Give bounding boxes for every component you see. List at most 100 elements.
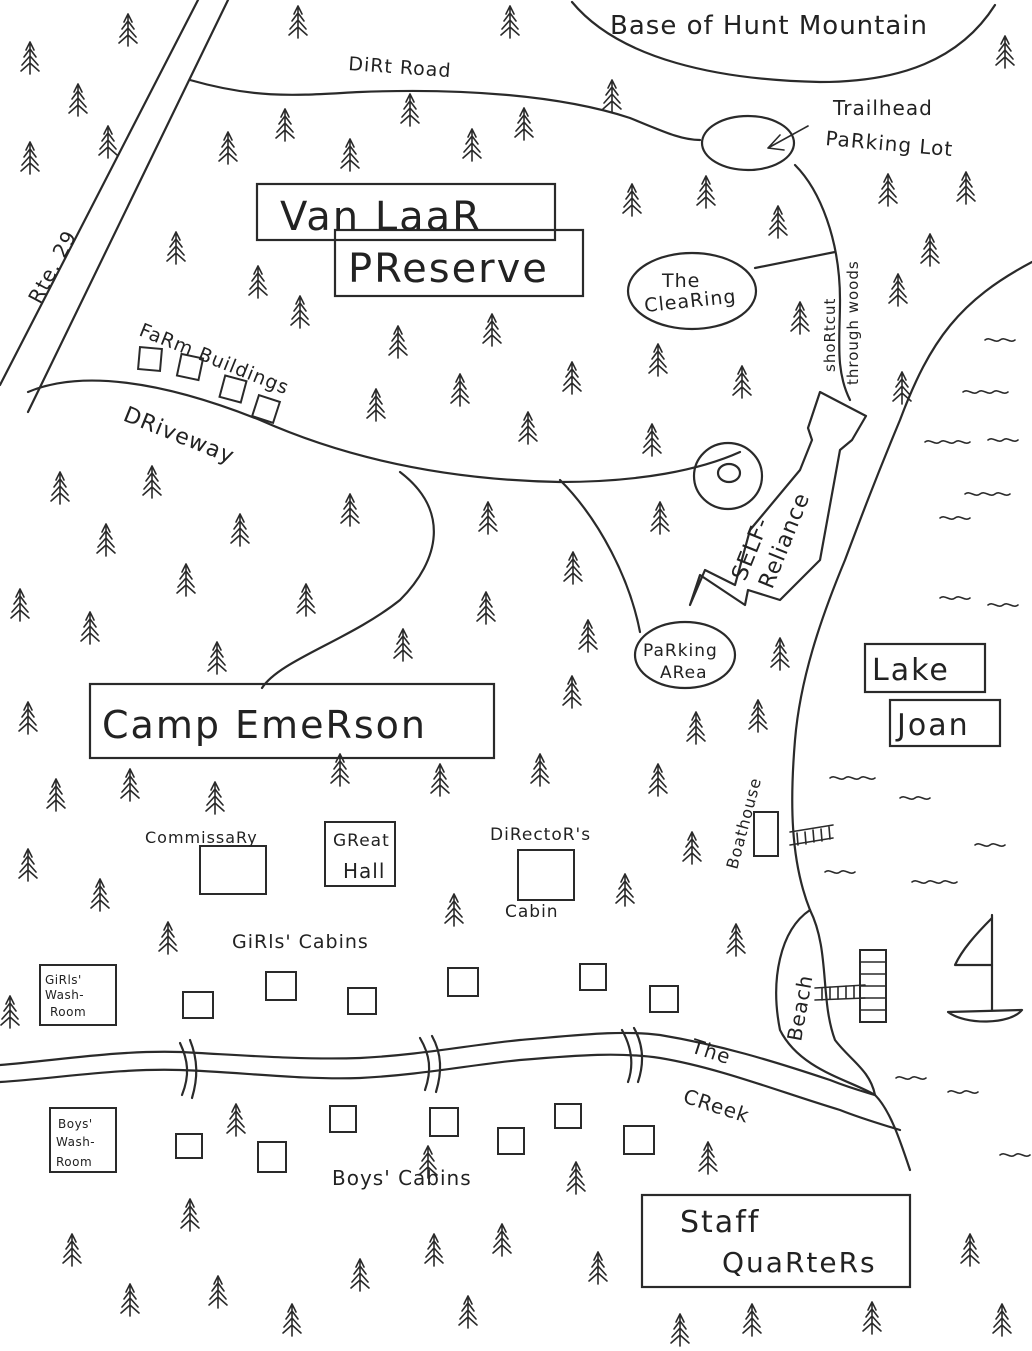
tree-icon: [960, 1233, 980, 1267]
lake-waves: [824, 338, 1031, 1157]
label-parking-lot: PaRking Lot: [825, 126, 955, 161]
girls-cabins: [182, 963, 679, 1019]
lake-outlet: [808, 908, 877, 1097]
boys-washroom-building: [49, 1107, 117, 1173]
the-clearing: [626, 251, 758, 331]
tree-icon: [275, 108, 295, 142]
sailboat-icon: [946, 913, 1024, 1023]
tree-icon: [566, 1161, 586, 1195]
tree-icon: [20, 141, 40, 175]
tree-icon: [366, 388, 386, 422]
tree-icon: [530, 753, 550, 787]
label-parking-area-2: ARea: [660, 663, 708, 683]
label-base-of-hunt-mountain: Base of Hunt Mountain: [610, 11, 928, 41]
tree-icon: [588, 1251, 608, 1285]
tree-icon: [68, 83, 88, 117]
van-laar-box: [255, 182, 557, 242]
tree-icon: [118, 13, 138, 47]
label-boys-washroom-2: Wash-: [56, 1135, 95, 1149]
tree-icon: [492, 1223, 512, 1257]
label-directors: DiRectoR's: [490, 825, 591, 845]
tree-icon: [698, 1141, 718, 1175]
tree-icon: [290, 295, 310, 329]
label-joan: Joan: [895, 708, 970, 743]
tree-icon: [18, 701, 38, 735]
tree-icon: [563, 551, 583, 585]
tree-icon: [670, 1313, 690, 1347]
tree-icon: [444, 893, 464, 927]
label-lake: Lake: [872, 653, 950, 688]
tree-icon: [732, 365, 752, 399]
tree-icon: [98, 125, 118, 159]
tree-icon: [992, 1303, 1012, 1337]
tree-icon: [888, 273, 908, 307]
creek-bridges: [178, 1026, 644, 1100]
tree-icon: [424, 1233, 444, 1267]
tree-icon: [218, 131, 238, 165]
tree-icon: [226, 1103, 246, 1137]
tree-icon: [46, 778, 66, 812]
tree-icon: [514, 107, 534, 141]
label-boys-cabins: Boys' Cabins: [332, 1166, 472, 1190]
tree-icon: [208, 1275, 228, 1309]
tree-icon: [682, 831, 702, 865]
tree-icon: [330, 753, 350, 787]
boathouse-dock: [753, 811, 834, 857]
tree-icon: [686, 711, 706, 745]
tree-icon: [166, 231, 186, 265]
label-parking-area-1: PaRking: [643, 641, 718, 661]
camp-emerson-drive: [260, 470, 435, 690]
tree-icon: [790, 301, 810, 335]
tree-icon: [120, 1283, 140, 1317]
label-hall: Hall: [343, 859, 385, 883]
lake-box: [863, 642, 987, 694]
tree-icon: [400, 93, 420, 127]
shortcut-path: [793, 163, 852, 402]
staff-quarters-box: [640, 1193, 912, 1289]
tree-icon: [878, 173, 898, 207]
self-reliance-building: [688, 390, 868, 607]
tree-icon: [248, 265, 268, 299]
beach-outline: [775, 908, 912, 1172]
label-dirt-road: DiRt Road: [348, 53, 453, 82]
label-boys-washroom-3: Room: [56, 1155, 92, 1169]
tree-icon: [956, 171, 976, 205]
trailhead-arrow: [767, 125, 809, 151]
driveway: [26, 379, 742, 484]
tree-icon: [296, 583, 316, 617]
tree-icon: [50, 471, 70, 505]
dirt-road: [188, 78, 702, 142]
tree-icon: [90, 878, 110, 912]
tree-icon: [80, 611, 100, 645]
tree-icon: [62, 1233, 82, 1267]
tree-icon: [578, 619, 598, 653]
tree-icon: [478, 501, 498, 535]
hunt-mountain-boundary: [570, 0, 997, 84]
tree-icon: [430, 763, 450, 797]
label-rte-29: Rte. 29: [23, 226, 81, 307]
tree-icon: [288, 5, 308, 39]
tree-icon: [20, 41, 40, 75]
farm-buildings: [136, 345, 282, 425]
tree-icon: [892, 371, 912, 405]
label-girls-washroom-2: Wash-: [45, 988, 84, 1002]
tree-icon: [476, 591, 496, 625]
tree-icon: [176, 563, 196, 597]
tree-icon: [602, 79, 622, 113]
tree-icon: [450, 373, 470, 407]
tree-icon: [350, 1258, 370, 1292]
tree-icon: [96, 523, 116, 557]
label-through-woods: through woods: [844, 260, 862, 385]
label-the-creek-1: The: [688, 1034, 735, 1070]
tree-icon: [458, 1295, 478, 1329]
label-driveway: DRiveway: [120, 402, 238, 469]
tree-icon: [995, 35, 1015, 69]
tree-icon: [180, 1198, 200, 1232]
commissary-building: [199, 845, 267, 895]
label-camp-emerson: Camp EmeRson: [102, 703, 427, 747]
tree-icon: [500, 5, 520, 39]
tree-icon: [418, 1145, 438, 1179]
label-girls-cabins: GiRls' Cabins: [232, 931, 369, 953]
tree-icon: [393, 628, 413, 662]
tree-icon: [10, 588, 30, 622]
